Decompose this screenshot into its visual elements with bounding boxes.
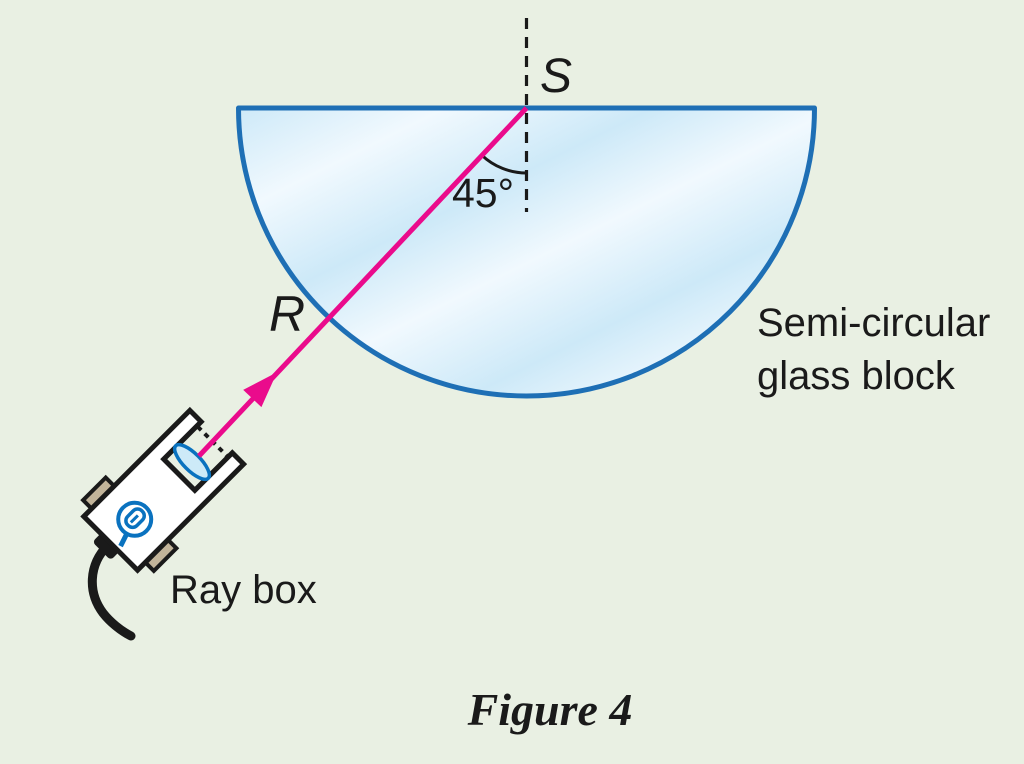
semi-circular-glass-block	[236, 105, 817, 399]
glass-block-label: Semi-circular glass block	[757, 297, 990, 403]
ray-box-label: Ray box	[170, 568, 317, 612]
bulb-icon	[116, 500, 154, 548]
angle-arc	[480, 154, 527, 175]
point-label-s: S	[540, 50, 573, 103]
glass-block-label-line2: glass block	[757, 353, 955, 398]
glass-block-label-line1: Semi-circular	[757, 301, 991, 345]
power-cord	[87, 540, 136, 641]
ray-direction-arrowhead	[243, 372, 277, 408]
ray-box	[80, 406, 248, 574]
lens-icon	[172, 442, 212, 482]
point-label-r: R	[269, 286, 306, 342]
cord-nub	[93, 532, 121, 559]
angle-of-incidence-label: 45°	[452, 170, 515, 216]
figure-caption: Figure 4	[467, 684, 633, 735]
